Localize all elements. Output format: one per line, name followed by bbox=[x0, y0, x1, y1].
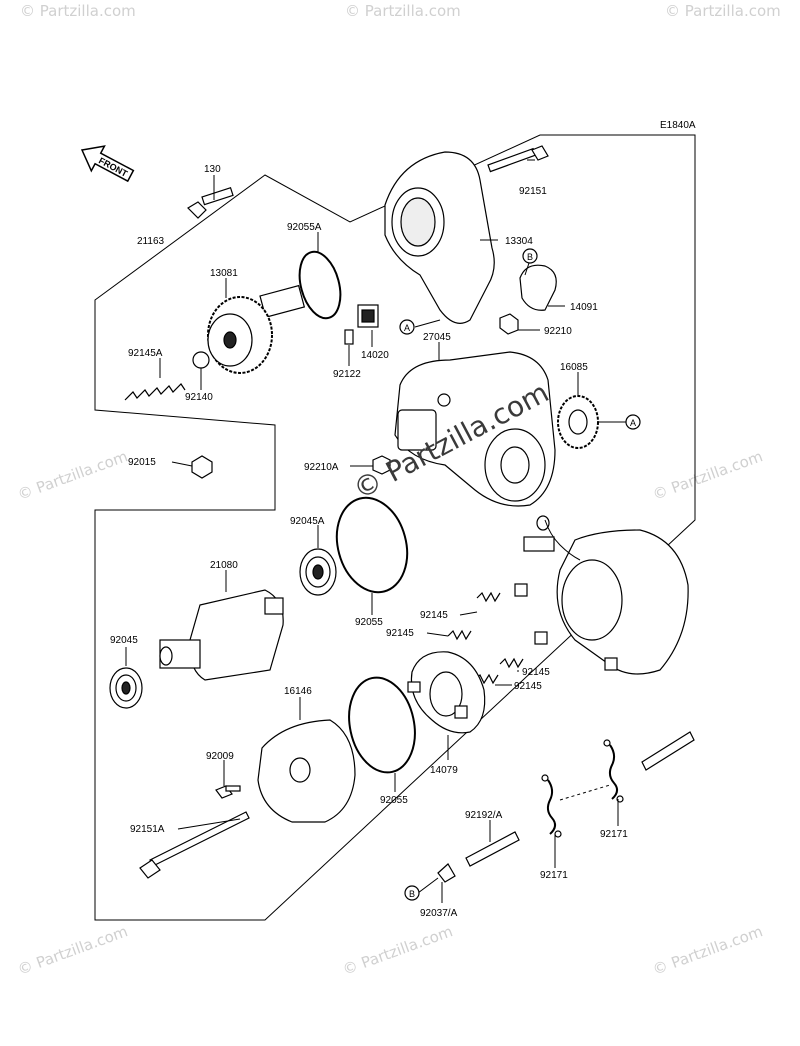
o-ring-92055-low-icon bbox=[348, 676, 416, 774]
callout-21163: 21163 bbox=[137, 236, 165, 247]
watermark-bl: © Partzilla.com bbox=[15, 922, 130, 979]
bolt-130-icon bbox=[187, 186, 234, 219]
yoke-27045-icon bbox=[394, 351, 556, 507]
front-arrow-icon: FRONT bbox=[80, 145, 135, 183]
callout-14079: 14079 bbox=[430, 765, 458, 776]
spring-92145-d-icon bbox=[474, 673, 499, 685]
clip-dashed-guide bbox=[559, 784, 611, 801]
nut-92015-icon bbox=[191, 455, 213, 479]
callout-92210: 92210 bbox=[544, 326, 572, 337]
diagram-code: E1840A bbox=[660, 120, 696, 131]
callout-27045: 27045 bbox=[423, 332, 451, 343]
svg-text:A: A bbox=[404, 323, 410, 333]
field-yoke-icon bbox=[514, 515, 689, 675]
watermark-mr: © Partzilla.com bbox=[650, 447, 765, 504]
callout-92151a: 92151A bbox=[130, 824, 165, 835]
clip-92171-a-icon bbox=[541, 774, 562, 838]
watermark-tr: © Partzilla.com bbox=[665, 2, 781, 20]
gear-16085-icon bbox=[557, 395, 599, 449]
clip-92171-b-icon bbox=[603, 739, 624, 803]
spring-92145-b-icon bbox=[447, 629, 472, 641]
pin-92122-icon bbox=[344, 329, 354, 345]
o-ring-92055-mid-icon bbox=[335, 496, 409, 594]
callout-92055a: 92055A bbox=[287, 222, 322, 233]
tube-92192a-icon bbox=[465, 831, 520, 867]
callout-92045: 92045 bbox=[110, 635, 138, 646]
spring-92145-c-icon bbox=[499, 657, 524, 669]
callout-130: 130 bbox=[204, 164, 221, 175]
bolt-92151-icon bbox=[487, 145, 549, 173]
watermark-bc: © Partzilla.com bbox=[340, 922, 455, 979]
callout-14020: 14020 bbox=[361, 350, 389, 361]
callout-16085: 16085 bbox=[560, 362, 588, 373]
end-cover-16146-icon bbox=[257, 719, 356, 823]
callout-16146: 16146 bbox=[284, 686, 312, 697]
callout-21080: 21080 bbox=[210, 560, 238, 571]
cap-14091-icon bbox=[519, 264, 557, 311]
callout-labels: 130 92151 21163 92055A 13304 13081 14091… bbox=[110, 164, 628, 919]
ball-92140-icon bbox=[192, 351, 210, 369]
ref-marker-b-top bbox=[522, 248, 538, 264]
ref-marker-a-top bbox=[399, 319, 415, 335]
spring-92145-a-icon bbox=[476, 591, 501, 603]
leader-lines bbox=[125, 159, 626, 903]
svg-text:B: B bbox=[409, 889, 415, 899]
long-bolt-92151a-icon bbox=[139, 811, 250, 879]
callout-13081: 13081 bbox=[210, 268, 238, 279]
callout-92045a: 92045A bbox=[290, 516, 325, 527]
callout-92037a: 92037/A bbox=[420, 908, 458, 919]
callout-92210a: 92210A bbox=[304, 462, 339, 473]
ref-marker-b-bottom bbox=[404, 885, 420, 901]
bearing-92045-icon bbox=[109, 667, 143, 709]
callout-92171-1: 92171 bbox=[540, 870, 568, 881]
callout-92145a: 92145A bbox=[128, 348, 163, 359]
watermark-br: © Partzilla.com bbox=[650, 922, 765, 979]
ref-marker-a-right bbox=[625, 414, 641, 430]
assembly-outline-frame bbox=[94, 134, 696, 921]
spring-92145a-icon bbox=[124, 383, 186, 401]
gear-14020-icon bbox=[357, 304, 379, 328]
callout-92055-low: 92055 bbox=[380, 795, 408, 806]
callout-92192a: 92192/A bbox=[465, 810, 503, 821]
svg-text:A: A bbox=[630, 418, 636, 428]
housing-13304-icon bbox=[384, 151, 495, 324]
callout-92145-3: 92145 bbox=[522, 667, 550, 678]
watermark-ml: © Partzilla.com bbox=[15, 447, 130, 504]
callout-92140: 92140 bbox=[185, 392, 213, 403]
tube-right-icon bbox=[641, 731, 695, 771]
callout-92055-mid: 92055 bbox=[355, 617, 383, 628]
callout-13304: 13304 bbox=[505, 236, 533, 247]
callout-14091: 14091 bbox=[570, 302, 598, 313]
ref-markers: A A B B bbox=[399, 248, 641, 901]
watermark-tc: © Partzilla.com bbox=[345, 2, 461, 20]
armature-21080-icon bbox=[159, 589, 284, 681]
callout-92145-4: 92145 bbox=[514, 681, 542, 692]
callout-92145-2: 92145 bbox=[386, 628, 414, 639]
nut-92210a-icon bbox=[372, 455, 391, 475]
clip-92037a-icon bbox=[437, 863, 456, 883]
watermark-tl: © Partzilla.com bbox=[20, 2, 136, 20]
screw-92009-icon bbox=[215, 785, 241, 799]
o-ring-92055a-icon bbox=[298, 250, 342, 320]
brush-holder-14079-icon bbox=[407, 651, 486, 734]
drive-13081-icon bbox=[207, 284, 306, 374]
bearing-92045a-icon bbox=[299, 548, 337, 596]
callout-92151: 92151 bbox=[519, 186, 547, 197]
nut-92210-icon bbox=[499, 313, 519, 335]
callout-92015: 92015 bbox=[128, 457, 156, 468]
callout-92122: 92122 bbox=[333, 369, 361, 380]
callout-92171-2: 92171 bbox=[600, 829, 628, 840]
svg-text:B: B bbox=[527, 252, 533, 262]
callout-92009: 92009 bbox=[206, 751, 234, 762]
callout-92145-1: 92145 bbox=[420, 610, 448, 621]
